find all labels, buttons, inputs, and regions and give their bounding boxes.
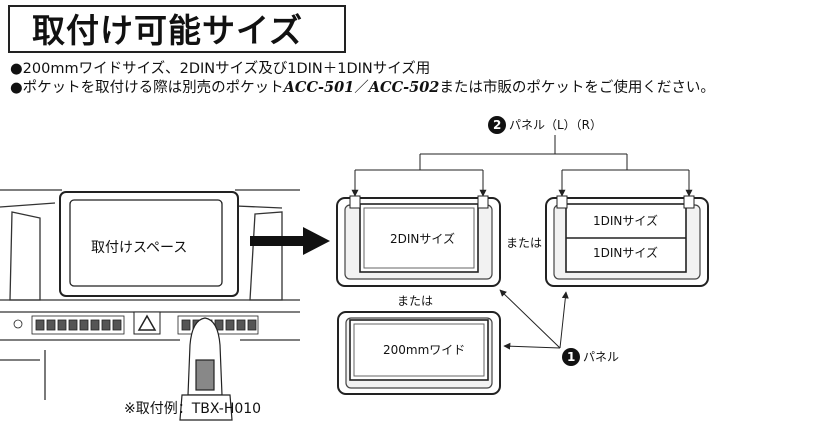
- note-line-1: ●200mmワイドサイズ、2DINサイズ及び1DIN＋1DINサイズ用: [10, 61, 431, 77]
- big-arrow-icon: [250, 227, 330, 255]
- callout-1-badge: [562, 348, 580, 366]
- callout-2-badge: [488, 116, 506, 134]
- panel-tabs: [349, 195, 695, 209]
- note-line-2-post: または市販のポケットをご使用ください。: [439, 80, 715, 96]
- hazard-button-icon: [133, 311, 161, 335]
- air-vents: [13, 315, 259, 335]
- note-line-2-pre: ●ポケットを取付ける際は別売のポケット: [10, 80, 284, 96]
- mount-space-label: 取付けスペース: [91, 240, 188, 256]
- option-1din-bottom-label: 1DINサイズ: [593, 246, 659, 260]
- note-line-2: ●ポケットを取付ける際は別売のポケットACC-501／ACC-502または市販の…: [10, 79, 715, 97]
- gear-shifter-icon: [179, 317, 233, 421]
- option-1din-top-label: 1DINサイズ: [593, 214, 659, 228]
- panel-pointer-arrows: [499, 289, 569, 350]
- option-200mm-label: 200mmワイド: [383, 343, 466, 357]
- panel-lr-bracket: [351, 135, 693, 197]
- unit-2din: [336, 197, 501, 287]
- callout-2-number: 2: [493, 118, 502, 132]
- example-caption: ※取付例：TBX-H010: [124, 401, 262, 417]
- option-2din-label: 2DINサイズ: [390, 232, 456, 246]
- callout-1-label: パネル: [583, 350, 620, 364]
- or-label-2: または: [397, 294, 434, 308]
- title-box: 取付け可能サイズ: [8, 5, 346, 53]
- part-code-acc-501: ACC-501: [283, 79, 355, 96]
- callout-2-label: パネル（L）（R）: [509, 118, 603, 132]
- or-label-1: または: [506, 236, 543, 250]
- part-code-acc-502: ACC-502: [368, 79, 440, 96]
- unit-200mm: [337, 311, 501, 395]
- callout-1-number: 1: [567, 350, 576, 364]
- note-line-2-sep: ／: [354, 80, 369, 96]
- page-title: 取付け可能サイズ: [32, 11, 304, 50]
- mount-space-frame: [59, 191, 239, 297]
- unit-1din-1din: [545, 197, 709, 287]
